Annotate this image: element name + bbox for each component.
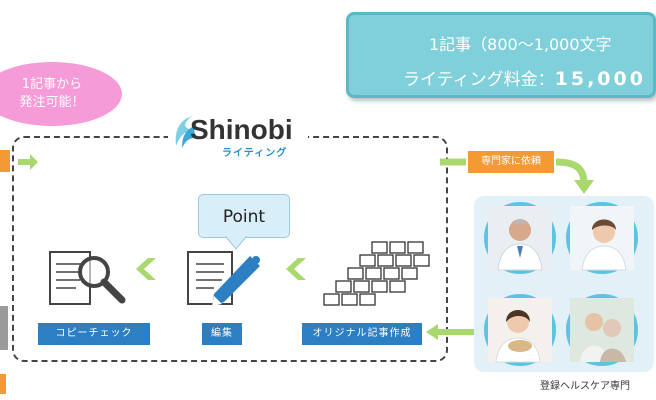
bubble-line-1: 1記事から: [21, 77, 83, 92]
price-writing-fee: ライティング料金：15,000: [403, 65, 646, 90]
logo-writing-text: ライティング: [222, 148, 288, 159]
wing-logo-icon: [175, 116, 195, 148]
nurse-avatar-icon: [570, 206, 634, 271]
price-fee-label: ライティング料金：: [403, 70, 555, 90]
arrow-to-edit-icon: [286, 258, 306, 280]
left-gray-box-fragment: [0, 306, 8, 350]
expert-nutritionist-photo: [484, 294, 556, 366]
arrow-to-original-article-icon: [426, 324, 474, 340]
doctor-avatar-icon: [488, 206, 552, 271]
logo-shinobi-text: Shinobi: [190, 114, 293, 145]
expert-caregiver-photo: [566, 294, 638, 366]
price-info-box: 1記事（800〜1,000文字 ライティング料金：15,000: [346, 12, 656, 98]
price-article-length: 1記事（800〜1,000文字: [429, 35, 612, 54]
expert-request-tag: 専門家に依頼: [468, 151, 554, 173]
document-stack-icon: [323, 241, 430, 306]
price-fee-amount: 15,000: [554, 68, 646, 90]
bubble-line-2: 発注可能！: [19, 95, 85, 110]
step-edit-label: 編集: [202, 323, 242, 345]
arrow-to-copy-check-icon: [136, 258, 156, 280]
edit-document-icon: [187, 251, 260, 306]
copy-check-magnifier-icon: [49, 251, 126, 305]
left-orange-tag-fragment: [0, 150, 10, 172]
point-callout: Point: [198, 194, 290, 238]
experts-caption: 登録ヘルスケア専門: [540, 381, 630, 392]
arrow-to-experts-icon: [440, 158, 594, 194]
caregiver-avatar-icon: [570, 298, 634, 362]
step-original-article-label: オリジナル記事作成: [302, 323, 422, 345]
nutritionist-avatar-icon: [488, 298, 552, 363]
order-from-one-bubble: 1記事から 発注可能！: [0, 62, 122, 126]
left-orange-bottom-fragment: [0, 374, 6, 394]
step-copy-check-label: コピーチェック: [38, 323, 150, 345]
expert-nurse-photo: [566, 202, 638, 274]
point-callout-tail: [224, 236, 248, 250]
left-entry-arrow-icon: [18, 154, 38, 170]
expert-doctor-photo: [484, 202, 556, 274]
